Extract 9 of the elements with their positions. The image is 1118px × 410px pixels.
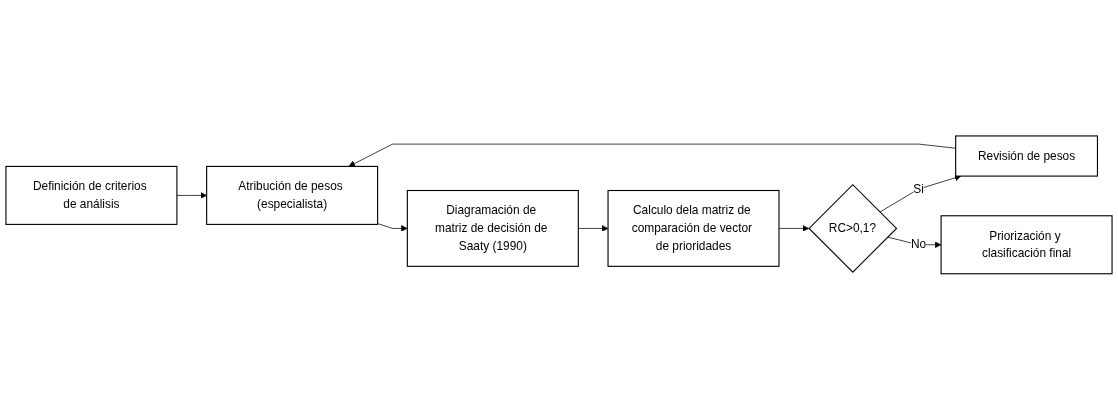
node-diamond: RC>0,1? bbox=[808, 184, 898, 274]
node-box: Atribución de pesos (especialista) bbox=[206, 166, 379, 226]
node-box: Revisión de pesos bbox=[955, 135, 1098, 177]
edge-label: No bbox=[911, 238, 927, 251]
node-box: Definición de criterios de análisis bbox=[5, 166, 178, 226]
node-box: Diagramación de matriz de decisión de Saaty (1990) bbox=[406, 190, 579, 267]
node-box: Calculo dela matriz de comparación de vector de prioridades bbox=[607, 190, 780, 267]
node-box: Priorización y clasificación final bbox=[940, 215, 1113, 275]
edge-label: Si bbox=[913, 182, 924, 196]
